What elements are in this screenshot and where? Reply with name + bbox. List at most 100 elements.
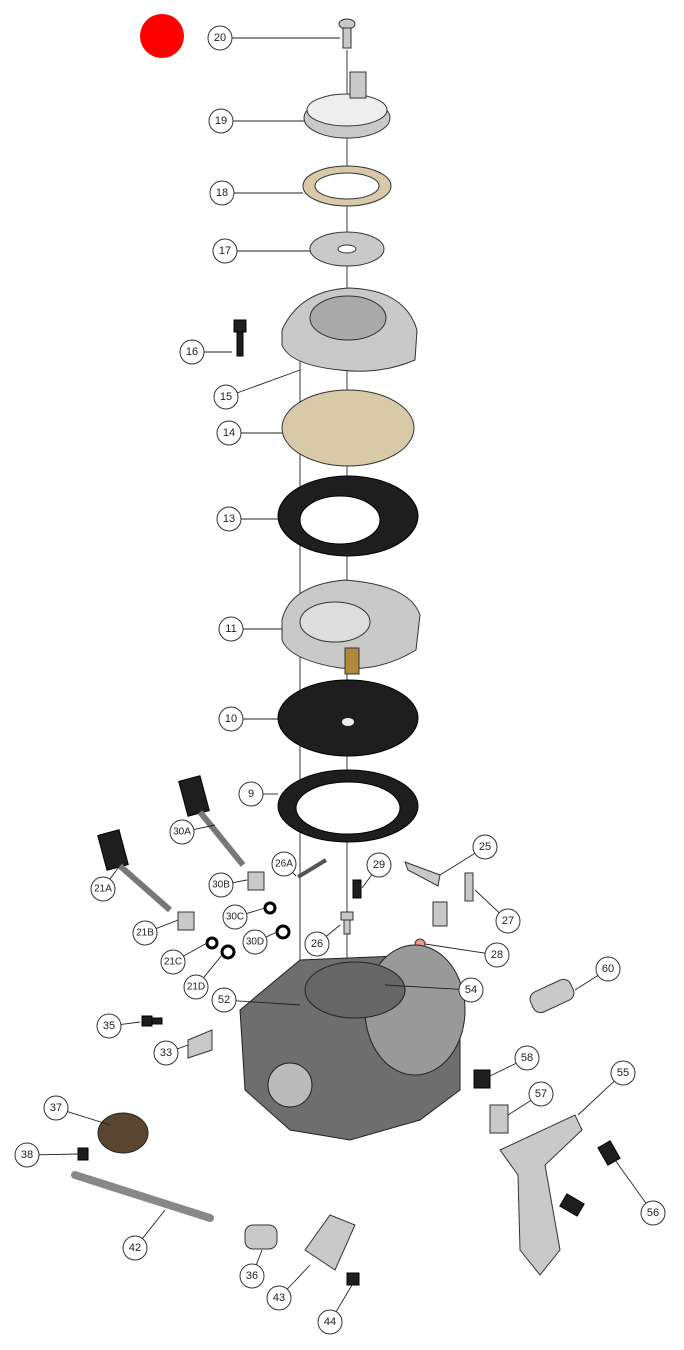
- callout-circle: [207, 25, 233, 51]
- leader-line-37: [67, 1111, 111, 1126]
- callout-10: 10: [218, 706, 244, 732]
- callout-label: 56: [647, 1207, 659, 1219]
- part-14-gasket: [281, 389, 415, 467]
- part-57-spring: [489, 1104, 509, 1134]
- callout-circle: [304, 931, 330, 957]
- part-33-clip: [187, 1029, 213, 1059]
- callout-28: 28: [484, 942, 510, 968]
- callout-circle: [595, 956, 621, 982]
- part-36-spring: [244, 1224, 278, 1250]
- callout-21B: 21B: [132, 920, 158, 946]
- callout-circle: [366, 852, 392, 878]
- callout-circle: [239, 1263, 265, 1289]
- part-17-washer: [309, 231, 385, 267]
- part-26-screw: [340, 911, 354, 935]
- callout-60: 60: [595, 956, 621, 982]
- callout-11: 11: [218, 616, 244, 642]
- callout-circle: [610, 1060, 636, 1086]
- leader-line-57: [507, 1100, 532, 1116]
- callout-circle: [122, 1235, 148, 1261]
- callout-circle: [211, 987, 237, 1013]
- callout-circle: [216, 506, 242, 532]
- callout-circle: [208, 872, 234, 898]
- callout-21D: 21D: [183, 974, 209, 1000]
- callout-label: 30D: [246, 937, 264, 948]
- callout-label: 28: [491, 949, 503, 961]
- part-16-bolt: [233, 319, 247, 357]
- part-55-bracket: [499, 1114, 583, 1276]
- callout-57: 57: [528, 1081, 554, 1107]
- callout-21C: 21C: [160, 949, 186, 975]
- callout-circle: [96, 1013, 122, 1039]
- callout-30D: 30D: [242, 929, 268, 955]
- callout-label: 26: [311, 938, 323, 950]
- part-20-screw: [338, 18, 356, 49]
- callout-circle: [266, 1285, 292, 1311]
- callout-label: 43: [273, 1292, 285, 1304]
- leader-line-27: [474, 889, 500, 914]
- callout-label: 11: [225, 623, 236, 635]
- callout-label: 14: [223, 427, 235, 439]
- callout-label: 54: [465, 984, 477, 996]
- callout-circle: [528, 1081, 554, 1107]
- callout-26: 26: [304, 931, 330, 957]
- callout-label: 38: [21, 1149, 33, 1161]
- callout-label: 52: [218, 994, 230, 1006]
- callout-18: 18: [209, 180, 235, 206]
- callout-circle: [169, 819, 195, 845]
- callout-9: 9: [238, 781, 264, 807]
- callout-29: 29: [366, 852, 392, 878]
- leader-line-21D: [203, 954, 223, 978]
- callout-circle: [238, 781, 264, 807]
- part-38-screw: [77, 1147, 89, 1161]
- leader-line-60: [574, 975, 599, 991]
- leader-line-25: [439, 852, 476, 876]
- leader-line-30B: [232, 879, 248, 884]
- callout-label: 10: [225, 713, 237, 725]
- part-56-screws: [559, 1140, 621, 1217]
- leader-line-29: [361, 874, 373, 889]
- callout-label: 30C: [226, 912, 244, 923]
- callout-44: 44: [317, 1309, 343, 1335]
- callout-43: 43: [266, 1285, 292, 1311]
- part-18-ring: [302, 165, 392, 207]
- part-37-throttle-plate: [97, 1112, 149, 1154]
- part-26A-pin: [296, 858, 328, 879]
- callout-circle: [271, 851, 297, 877]
- part-13-gasket: [277, 475, 419, 557]
- part-10-diaphragm: [277, 679, 419, 757]
- callout-52: 52: [211, 987, 237, 1013]
- callout-circle: [222, 904, 248, 930]
- leader-line-58: [489, 1062, 517, 1077]
- callout-label: 21D: [187, 982, 205, 993]
- part-15-pump-cover: [281, 287, 418, 372]
- callout-label: 37: [50, 1102, 62, 1114]
- leader-line-21B: [155, 919, 179, 930]
- callout-label: 21C: [164, 957, 182, 968]
- leader-line-38: [38, 1153, 79, 1156]
- callout-27: 27: [495, 908, 521, 934]
- part-44-screw: [346, 1272, 360, 1286]
- leader-line-52: [235, 1000, 301, 1006]
- leader-line-54: [384, 984, 460, 990]
- callout-label: 57: [535, 1088, 547, 1100]
- leader-line-15: [237, 369, 301, 394]
- leader-line-35: [120, 1021, 141, 1025]
- callout-30C: 30C: [222, 904, 248, 930]
- callout-54: 54: [458, 977, 484, 1003]
- callout-label: 18: [216, 187, 228, 199]
- callout-35: 35: [96, 1013, 122, 1039]
- callout-circle: [183, 974, 209, 1000]
- part-42-shaft: [71, 1171, 214, 1222]
- callout-circle: [495, 908, 521, 934]
- callout-label: 25: [479, 841, 491, 853]
- callout-55: 55: [610, 1060, 636, 1086]
- part-19-cover: [303, 71, 391, 139]
- leader-line-33: [177, 1044, 189, 1050]
- callout-circle: [212, 238, 238, 264]
- callout-label: 36: [246, 1270, 258, 1282]
- part-9-gasket: [277, 769, 419, 843]
- callout-circle: [218, 706, 244, 732]
- part-30A-needle: [178, 775, 246, 867]
